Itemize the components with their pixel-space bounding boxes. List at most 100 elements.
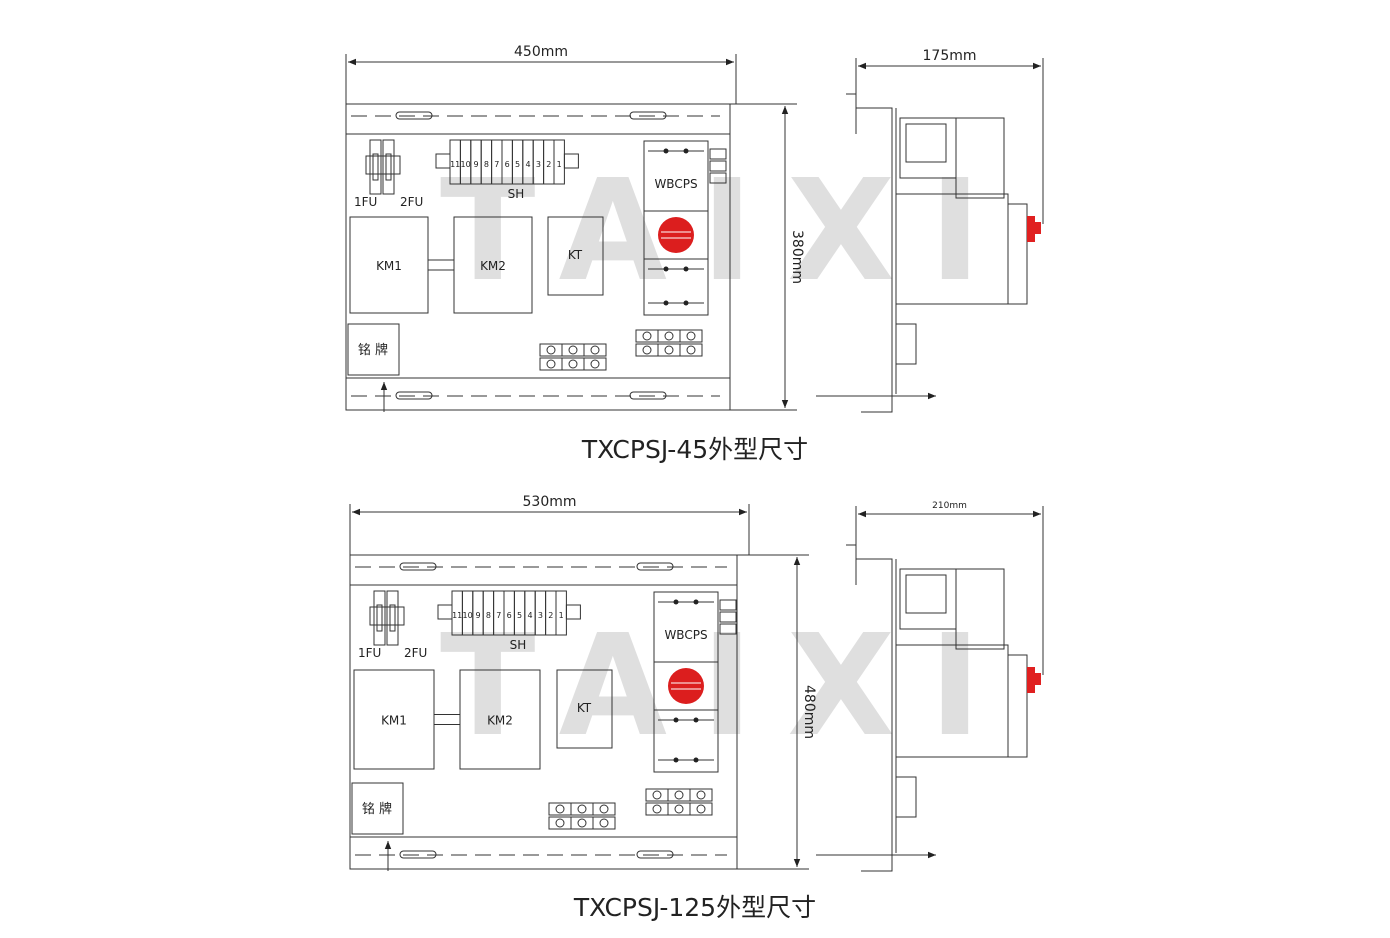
fuse-holder [373, 590, 386, 646]
wbcps-contact-dot [693, 757, 699, 763]
terminal-block [555, 590, 567, 636]
terminal-screw [577, 804, 587, 814]
relay-kt [547, 216, 604, 296]
terminal-screw [642, 345, 652, 355]
side-breaker-inner [905, 123, 947, 163]
nameplate-label: 铭 牌 [362, 801, 392, 817]
wbcps-contact-dot [663, 148, 669, 154]
mounting-slot [629, 391, 667, 400]
wbcps-side-terminal [719, 611, 737, 623]
terminal-screw [590, 359, 600, 369]
height-dimension-label: 380mm [789, 230, 805, 284]
terminal-number: 8 [484, 160, 489, 169]
terminal-number: 3 [538, 611, 543, 620]
side-bottom-rail [861, 394, 893, 413]
wbcps-contact-dot [683, 266, 689, 272]
caption-txcpsj-45: TXCPSJ-45外型尺寸 [581, 435, 809, 464]
wbcps-contact-dot [673, 599, 679, 605]
side-red-button-tip [1035, 673, 1041, 685]
terminal-number: 6 [507, 611, 512, 620]
mounting-plate [345, 103, 731, 411]
side-mounting-plate [846, 544, 893, 853]
terminal-block-small [592, 816, 616, 830]
terminal-screw [674, 804, 684, 814]
terminal-screw [599, 818, 609, 828]
contactor-km2-label: KM2 [487, 714, 513, 728]
side-contactor-body [895, 193, 1009, 305]
wbcps-contact-dot [683, 300, 689, 306]
mounting-slot [395, 391, 433, 400]
terminal-number: 5 [517, 611, 522, 620]
mounting-slot [399, 850, 437, 859]
side-controller-box [955, 568, 1005, 650]
terminal-number: 4 [527, 611, 532, 620]
terminal-block-small [592, 802, 616, 816]
side-contactor-body [895, 644, 1009, 758]
terminal-strip-label: SH [510, 638, 527, 652]
terminal-number: 7 [494, 160, 499, 169]
wbcps-label: WBCPS [654, 177, 697, 191]
height-dimension-label: 480mm [801, 685, 817, 739]
wbcps-side-terminal [709, 172, 727, 184]
terminal-number: 2 [548, 611, 553, 620]
side-red-button [1027, 216, 1035, 242]
terminal-screw [664, 345, 674, 355]
mounting-slot [636, 850, 674, 859]
relay-kt-label: KT [577, 701, 592, 715]
nameplate [347, 323, 400, 376]
caption-txcpsj-125: TXCPSJ-125外型尺寸 [573, 893, 817, 922]
terminal-number: 1 [557, 160, 562, 169]
terminal-screw [568, 345, 578, 355]
interlock [433, 714, 461, 725]
wbcps-side-terminal [709, 160, 727, 172]
fuse-holder [382, 139, 395, 195]
side-controller-head [1007, 654, 1028, 758]
terminal-screw [555, 804, 565, 814]
fuse-cartridge [389, 604, 396, 632]
wbcps-contact-dot [673, 717, 679, 723]
mounting-slot [395, 111, 433, 120]
terminal-number: 8 [486, 611, 491, 620]
nameplate-label: 铭 牌 [358, 342, 388, 358]
wbcps-contact-dot [693, 599, 699, 605]
wbcps-side-terminal [709, 148, 727, 160]
fuse-bridge [369, 606, 405, 626]
terminal-screw [674, 790, 684, 800]
fuse-cartridge [372, 153, 379, 181]
side-terminal-body [895, 776, 917, 818]
contactor-km2-label: KM2 [480, 259, 506, 273]
side-red-button-tip [1035, 222, 1041, 234]
relay-kt [556, 669, 613, 749]
mounting-slot [629, 111, 667, 120]
depth-dimension-label: 210mm [932, 501, 967, 511]
terminal-number: 5 [515, 160, 520, 169]
terminal-screw [546, 345, 556, 355]
terminal-block [553, 139, 565, 185]
wbcps-side-terminal [719, 599, 737, 611]
relay-kt-label: KT [568, 248, 583, 262]
side-breaker-inner [905, 574, 947, 614]
fuse-bridge [365, 155, 401, 175]
depth-dimension-label: 175mm [923, 48, 977, 64]
terminal-screw [599, 804, 609, 814]
terminal-number: 3 [536, 160, 541, 169]
fuse-label-1fu: 1FU [358, 646, 381, 660]
terminal-screw [652, 790, 662, 800]
terminal-screw [664, 331, 674, 341]
fuse-holder [369, 139, 382, 195]
terminal-number: 11 [450, 160, 460, 169]
wbcps-contact-dot [663, 266, 669, 272]
terminal-screw [577, 818, 587, 828]
terminal-number: 1 [559, 611, 564, 620]
terminal-block-small [679, 329, 703, 343]
terminal-number: 9 [475, 611, 480, 620]
terminal-screw [555, 818, 565, 828]
terminal-screw [652, 804, 662, 814]
mounting-slot [399, 562, 437, 571]
watermark-top: TAIXI [440, 150, 1016, 313]
wbcps-knob-red [658, 217, 694, 253]
